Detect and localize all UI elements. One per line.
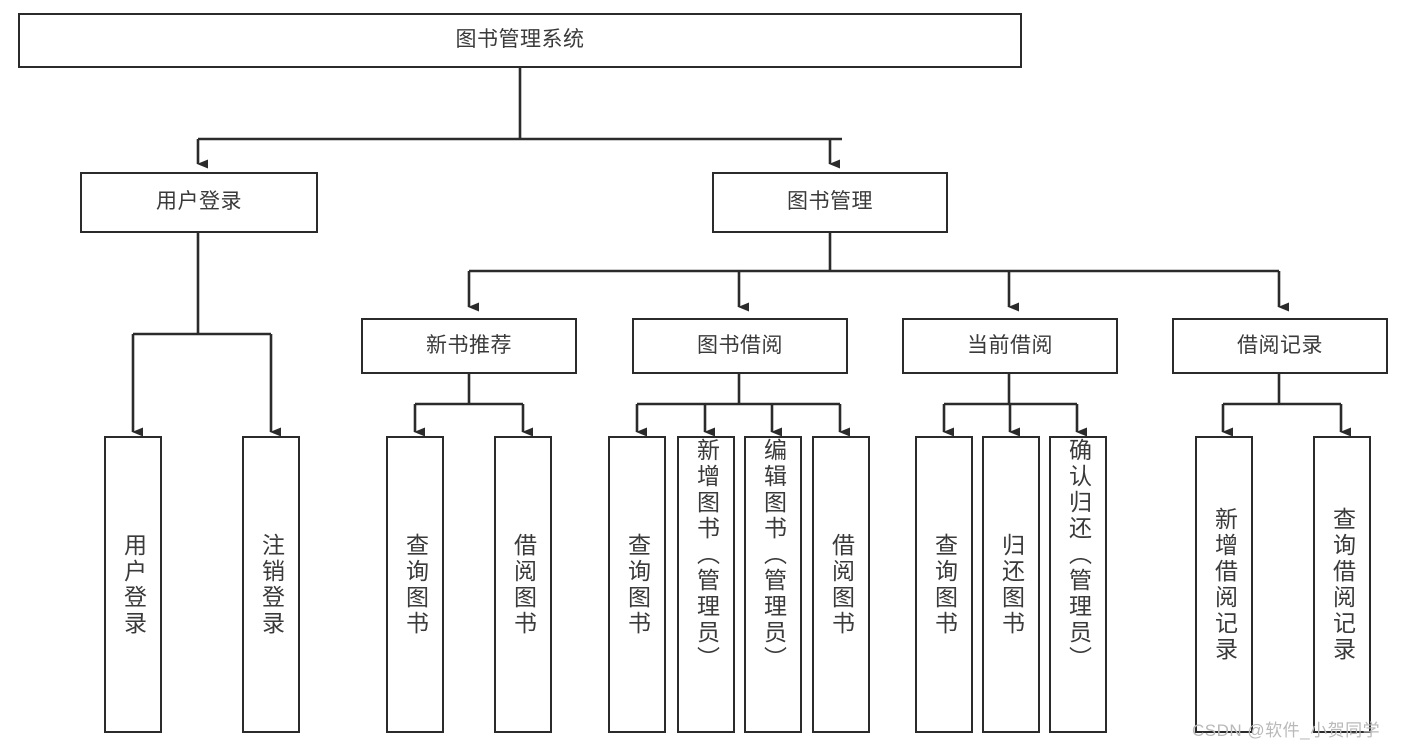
- leaf-current-borrow-query[interactable]: 查询图书: [915, 436, 973, 733]
- node-label: 查询图书: [624, 532, 651, 637]
- node-label: 查询图书: [402, 532, 429, 637]
- leaf-book-borrow-lend[interactable]: 借阅图书: [812, 436, 870, 733]
- node-label: 用户登录: [156, 190, 242, 214]
- node-root-system[interactable]: 图书管理系统: [18, 13, 1022, 68]
- node-label: 编辑图书（管理员）: [760, 438, 787, 672]
- node-new-book-recommend[interactable]: 新书推荐: [361, 318, 577, 374]
- leaf-user-login-signin[interactable]: 用户登录: [104, 436, 162, 733]
- node-label: 图书借阅: [697, 333, 783, 357]
- leaf-current-borrow-confirm-return[interactable]: 确认归还（管理员）: [1049, 436, 1107, 733]
- leaf-user-login-signout[interactable]: 注销登录: [242, 436, 300, 733]
- node-label: 图书管理系统: [455, 28, 585, 52]
- node-label: 归还图书: [998, 532, 1025, 637]
- node-borrow-record[interactable]: 借阅记录: [1172, 318, 1388, 374]
- leaf-current-borrow-return[interactable]: 归还图书: [982, 436, 1040, 733]
- csdn-watermark: CSDN @软件_小贺同学: [1192, 721, 1381, 740]
- node-book-management[interactable]: 图书管理: [712, 172, 948, 233]
- node-book-borrow[interactable]: 图书借阅: [632, 318, 848, 374]
- leaf-book-borrow-add[interactable]: 新增图书（管理员）: [677, 436, 735, 733]
- node-current-borrow[interactable]: 当前借阅: [902, 318, 1118, 374]
- leaf-book-borrow-edit[interactable]: 编辑图书（管理员）: [744, 436, 802, 733]
- node-label: 查询借阅记录: [1329, 506, 1356, 663]
- node-label: 新增图书（管理员）: [693, 438, 720, 672]
- node-label: 查询图书: [931, 532, 958, 637]
- node-label: 图书管理: [787, 190, 873, 214]
- node-label: 借阅图书: [510, 532, 537, 637]
- node-label: 借阅记录: [1237, 333, 1323, 357]
- node-label: 新增借阅记录: [1211, 506, 1238, 663]
- node-label: 用户登录: [120, 532, 147, 637]
- leaf-book-borrow-query[interactable]: 查询图书: [608, 436, 666, 733]
- leaf-borrow-record-query[interactable]: 查询借阅记录: [1313, 436, 1371, 733]
- node-user-login[interactable]: 用户登录: [80, 172, 318, 233]
- node-label: 注销登录: [258, 532, 285, 637]
- leaf-borrow-record-add[interactable]: 新增借阅记录: [1195, 436, 1253, 733]
- leaf-new-book-borrow[interactable]: 借阅图书: [494, 436, 552, 733]
- node-label: 借阅图书: [828, 532, 855, 637]
- node-label: 确认归还（管理员）: [1065, 438, 1092, 672]
- node-label: 新书推荐: [426, 333, 512, 357]
- leaf-new-book-query[interactable]: 查询图书: [386, 436, 444, 733]
- node-label: 当前借阅: [967, 333, 1053, 357]
